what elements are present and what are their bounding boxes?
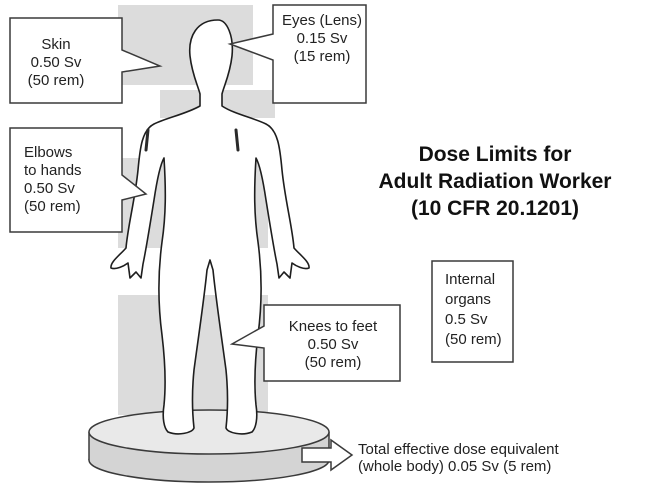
internal-organs-dose-label: Internal organs 0.5 Sv (50 rem) [445, 270, 502, 350]
right-arm-mark [236, 130, 238, 150]
total-dose-line-2: (whole body) 0.05 Sv (5 rem) [358, 458, 559, 475]
title-line-3: (10 CFR 20.1201) [330, 195, 660, 222]
platform-top [89, 410, 329, 454]
elbows-dose-label: Elbows to hands 0.50 Sv (50 rem) [24, 144, 82, 216]
diagram-title: Dose Limits for Adult Radiation Worker (… [330, 141, 660, 222]
title-line-2: Adult Radiation Worker [330, 168, 660, 195]
title-line-1: Dose Limits for [330, 141, 660, 168]
left-arm-mark [146, 130, 148, 150]
eyes-dose-label: Eyes (Lens) 0.15 Sv (15 rem) [276, 12, 368, 66]
platform [89, 410, 329, 482]
total-dose-label: Total effective dose equivalent (whole b… [358, 441, 559, 475]
total-dose-line-1: Total effective dose equivalent [358, 441, 559, 458]
knees-dose-label: Knees to feet 0.50 Sv (50 rem) [266, 318, 400, 372]
skin-dose-label: Skin 0.50 Sv (50 rem) [12, 36, 100, 90]
